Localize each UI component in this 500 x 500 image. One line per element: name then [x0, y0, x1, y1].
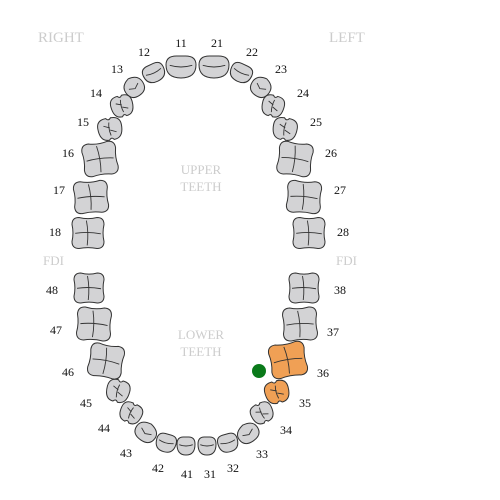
teeth-group [71, 55, 326, 456]
tooth-number-26: 26 [325, 146, 337, 160]
upper-teeth-label-line2: TEETH [180, 179, 221, 194]
tooth-11[interactable] [165, 55, 197, 79]
tooth-23-shape [249, 76, 272, 99]
tooth-number-48: 48 [46, 283, 58, 297]
tooth-number-13: 13 [111, 62, 123, 76]
tooth-13-shape [123, 76, 146, 99]
tooth-33-shape [236, 422, 260, 445]
tooth-26[interactable] [276, 140, 314, 178]
tooth-number-17: 17 [53, 183, 65, 197]
tooth-number-36: 36 [317, 366, 329, 380]
tooth-number-18: 18 [49, 225, 61, 239]
tooth-35-shape [263, 379, 290, 405]
fdi-label-left: FDI [336, 253, 357, 268]
tooth-38[interactable] [288, 272, 320, 304]
tooth-47[interactable] [76, 306, 112, 342]
tooth-12-shape [141, 61, 166, 84]
tooth-number-33: 33 [256, 447, 268, 461]
left-side-label: LEFT [329, 30, 365, 46]
tooth-numbers-group: 11 12 13 14 15 16 17 18 21 22 23 24 25 26 27 28 31 32 33 34… [46, 36, 349, 481]
tooth-number-35: 35 [299, 396, 311, 410]
tooth-number-24: 24 [297, 86, 309, 100]
tooth-number-25: 25 [310, 115, 322, 129]
tooth-27[interactable] [285, 179, 323, 215]
tooth-number-46: 46 [62, 365, 74, 379]
tooth-number-32: 32 [227, 461, 239, 475]
tooth-28[interactable] [292, 216, 326, 250]
tooth-number-45: 45 [80, 396, 92, 410]
tooth-number-42: 42 [152, 461, 164, 475]
tooth-number-47: 47 [50, 323, 62, 337]
tooth-37[interactable] [282, 306, 318, 342]
tooth-number-21: 21 [211, 36, 223, 50]
tooth-number-15: 15 [77, 115, 89, 129]
tooth-number-38: 38 [334, 283, 346, 297]
tooth-number-12: 12 [138, 45, 150, 59]
tooth-number-22: 22 [246, 45, 258, 59]
tooth-34[interactable] [248, 399, 276, 426]
tooth-34-shape [249, 401, 274, 425]
tooth-46[interactable] [86, 342, 126, 380]
tooth-24[interactable] [260, 93, 287, 119]
tooth-17[interactable] [72, 179, 110, 215]
tooth-14[interactable] [109, 93, 136, 119]
tooth-number-27: 27 [334, 183, 346, 197]
tooth-number-16: 16 [62, 146, 74, 160]
tooth-number-14: 14 [90, 86, 102, 100]
tooth-number-23: 23 [275, 62, 287, 76]
tooth-44-shape [119, 401, 144, 425]
tooth-13[interactable] [120, 73, 148, 101]
tooth-number-34: 34 [280, 423, 292, 437]
tooth-43[interactable] [132, 418, 161, 446]
tooth-number-28: 28 [337, 225, 349, 239]
tooth-number-41: 41 [181, 467, 193, 481]
tooth-number-43: 43 [120, 446, 132, 460]
tooth-22[interactable] [227, 60, 255, 86]
tooth-number-44: 44 [98, 421, 110, 435]
tooth-number-31: 31 [204, 467, 216, 481]
tooth-21[interactable] [198, 55, 230, 79]
tooth-33[interactable] [234, 419, 263, 447]
tooth-45-shape [106, 378, 131, 404]
tooth-43-shape [134, 421, 158, 444]
fdi-label-right: FDI [43, 253, 64, 268]
tooth-41[interactable] [176, 436, 196, 456]
tooth-44[interactable] [117, 399, 145, 426]
right-side-label: RIGHT [38, 30, 84, 46]
tooth-45[interactable] [104, 377, 132, 404]
tooth-number-37: 37 [327, 325, 339, 339]
tooth-16[interactable] [81, 140, 119, 178]
tooth-48[interactable] [73, 272, 105, 304]
selection-marker-dot[interactable] [252, 364, 266, 378]
tooth-number-11: 11 [175, 36, 187, 50]
tooth-18[interactable] [71, 216, 105, 250]
tooth-23[interactable] [247, 73, 275, 101]
tooth-22-shape [229, 61, 254, 84]
tooth-15-shape [97, 116, 123, 141]
tooth-31[interactable] [197, 436, 217, 456]
tooth-25[interactable] [271, 116, 298, 142]
tooth-15[interactable] [96, 116, 123, 142]
tooth-14-shape [109, 94, 134, 118]
tooth-42[interactable] [154, 432, 178, 455]
tooth-24-shape [261, 94, 286, 118]
tooth-36[interactable] [267, 340, 309, 380]
lower-teeth-label-line1: LOWER [178, 327, 225, 342]
tooth-12[interactable] [140, 60, 168, 86]
tooth-32[interactable] [216, 432, 240, 455]
tooth-35[interactable] [263, 378, 292, 405]
lower-teeth-label-line2: TEETH [180, 344, 221, 359]
tooth-25-shape [272, 116, 298, 141]
upper-teeth-label-line1: UPPER [181, 162, 222, 177]
